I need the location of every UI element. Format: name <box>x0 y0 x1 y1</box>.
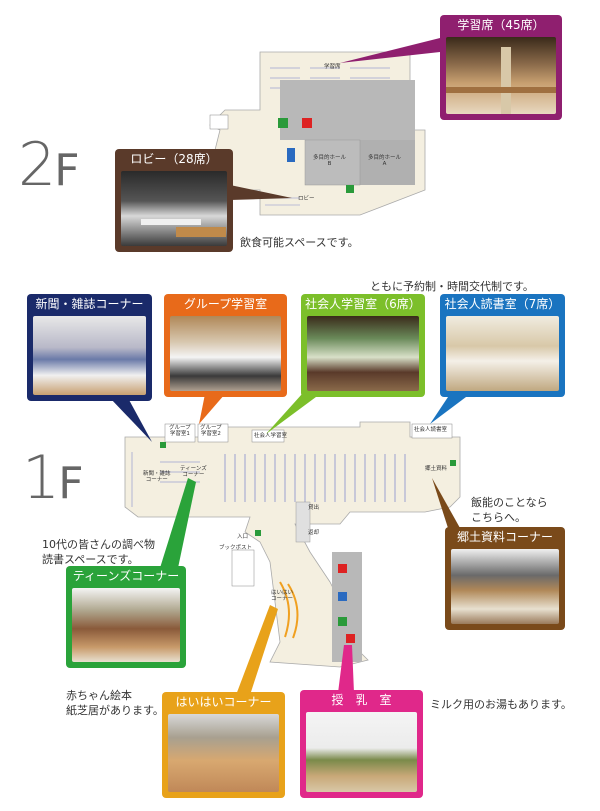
plan-label-group2: グループ 学習室2 <box>200 425 222 438</box>
baby-photo <box>168 714 279 792</box>
plan-label-study-seats-2f: 学習席 <box>324 64 341 70</box>
plan-label-group1: グループ 学習室1 <box>169 425 191 438</box>
callout-local: 郷土資料コーナー <box>445 527 565 630</box>
callout-newspaper: 新聞・雑誌コーナー <box>27 294 152 401</box>
note-local: 飯能のことなら こちらへ。 <box>471 496 548 524</box>
pointer-group <box>199 394 225 424</box>
plan-label-adult-study: 社会人学習室 <box>254 433 288 439</box>
pointer-newspaper <box>110 398 152 442</box>
callout-local-title: 郷土資料コーナー <box>456 530 553 544</box>
floor-2f-plan <box>209 51 426 216</box>
callout-adult-reading-title: 社会人読書室（7席） <box>444 297 561 311</box>
local-photo <box>451 549 559 624</box>
callout-group: グループ学習室 <box>164 294 287 397</box>
callout-adult-study: 社会人学習室（6席） <box>301 294 425 397</box>
plan-label-lend: 貸出 <box>308 505 320 511</box>
plan-label-hall-b: 多目的ホール B <box>313 155 347 168</box>
teens-photo <box>72 588 180 662</box>
callout-nursing-title: 授 乳 室 <box>331 693 392 707</box>
note-reservation: ともに予約制・時間交代制です。 <box>370 280 534 293</box>
note-nursing: ミルク用のお湯もあります。 <box>430 698 572 711</box>
group-photo <box>170 316 281 391</box>
callout-adult-study-title: 社会人学習室（6席） <box>305 297 421 311</box>
callout-group-title: グループ学習室 <box>183 297 268 311</box>
floor-1f-label: 1F <box>22 448 84 508</box>
plan-label-hall-a: 多目的ホール A <box>368 155 402 168</box>
pointer-nursing <box>338 645 354 693</box>
newspaper-photo <box>33 316 146 395</box>
pointer-adult-reading <box>430 394 470 424</box>
plan-label-local: 郷土資料 <box>425 466 448 472</box>
callout-study-seats-title: 学習席（45席） <box>457 18 545 32</box>
lobby-photo <box>121 171 227 246</box>
callout-baby-title: はいはいコーナー <box>175 695 272 709</box>
plan-label-newspaper: 新聞・雑誌 コーナー <box>143 471 171 484</box>
callout-teens-title: ティーンズコーナー <box>72 569 180 583</box>
pointer-teens <box>160 478 196 568</box>
study-seats-photo <box>446 37 556 114</box>
callout-adult-reading: 社会人読書室（7席） <box>440 294 565 397</box>
pointer-lobby <box>230 185 292 200</box>
pointer-study-seats <box>340 38 440 63</box>
floor-suffix: F <box>58 458 84 509</box>
floor-number: 2 <box>18 130 56 200</box>
nursing-photo <box>306 712 417 792</box>
adult-reading-photo <box>446 316 559 391</box>
callout-baby: はいはいコーナー <box>162 692 285 798</box>
note-teens: 10代の皆さんの調べ物 読書スペースです。 <box>42 538 155 566</box>
adult-study-photo <box>307 316 419 391</box>
callout-lobby-title: ロビー（28席） <box>130 152 218 166</box>
pointer-baby <box>236 605 278 695</box>
floor-1f-plan <box>124 421 461 668</box>
plan-label-bookpost: ブックポスト <box>219 545 253 551</box>
plan-label-entrance: 入口 <box>237 534 249 540</box>
pointer-adult-study <box>266 394 320 434</box>
callout-study-seats: 学習席（45席） <box>440 15 562 120</box>
plan-label-adult-reading: 社会人読書室 <box>414 427 448 433</box>
note-baby: 赤ちゃん絵本 紙芝居があります。 <box>66 689 164 717</box>
callout-lobby: ロビー（28席） <box>115 149 233 252</box>
floor-2f-label: 2F <box>18 135 80 195</box>
plan-label-teens: ティーンズ コーナー <box>180 466 207 479</box>
plan-label-lobby-2f: ロビー <box>298 196 315 202</box>
floor-suffix: F <box>54 145 80 196</box>
callout-nursing: 授 乳 室 <box>300 690 423 798</box>
callout-newspaper-title: 新聞・雑誌コーナー <box>35 297 144 311</box>
pointer-local <box>432 478 460 528</box>
plan-label-return: 返却 <box>308 530 320 536</box>
callout-teens: ティーンズコーナー <box>66 566 186 668</box>
plan-label-baby: はいはい コーナー <box>271 590 294 603</box>
floor-number: 1 <box>22 443 60 513</box>
note-lobby: 飲食可能スペースです。 <box>240 236 359 249</box>
